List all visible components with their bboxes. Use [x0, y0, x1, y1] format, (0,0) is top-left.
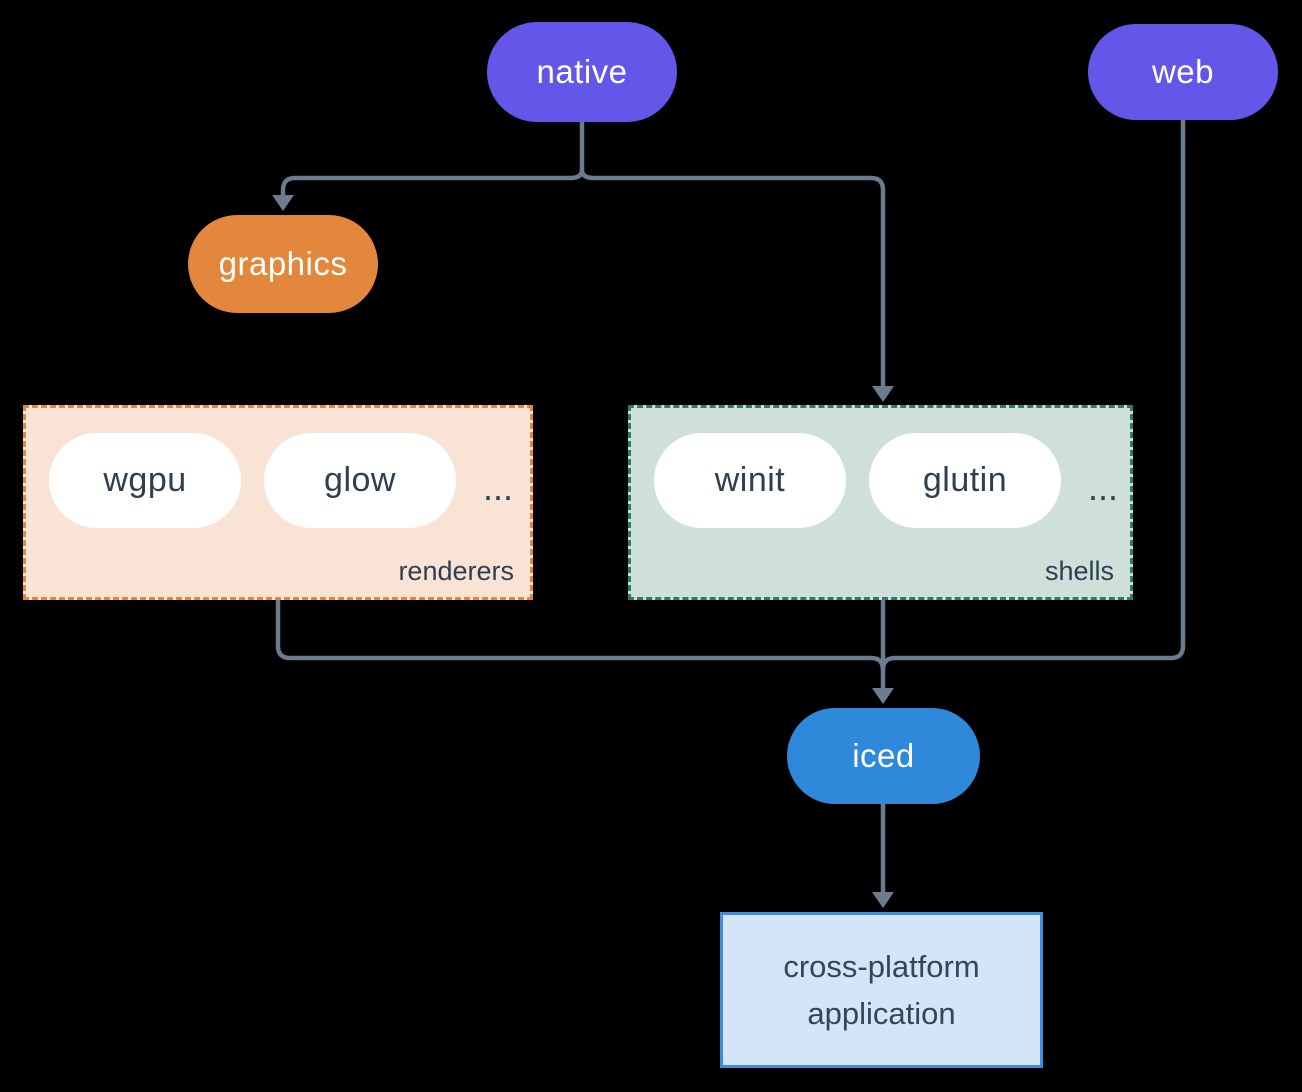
node-iced-label: iced: [852, 737, 915, 774]
arrowhead-graphics: [272, 195, 294, 211]
renderers-ellipsis: ...: [483, 466, 514, 508]
node-iced: iced: [787, 708, 980, 804]
arrowhead-shells: [872, 386, 894, 402]
node-native-label: native: [536, 53, 628, 90]
application-label-line1: cross-platform: [783, 948, 980, 984]
arrowhead-iced: [872, 688, 894, 704]
node-winit: winit: [654, 433, 846, 528]
edge-native-to-graphics: [280, 169, 585, 196]
shells-ellipsis: ...: [1088, 466, 1119, 508]
edge-native-to-shells: [579, 169, 886, 387]
node-glow: glow: [264, 433, 456, 528]
renderers-items-row: wgpu glow ...: [26, 408, 530, 528]
node-glutin: glutin: [869, 433, 1061, 528]
node-wgpu-label: wgpu: [103, 461, 187, 499]
group-renderers: wgpu glow ... renderers: [23, 405, 533, 600]
node-web: web: [1088, 24, 1278, 120]
node-winit-label: winit: [714, 461, 786, 499]
arrowhead-application: [872, 892, 894, 908]
node-web-label: web: [1151, 53, 1215, 90]
application-label-line2: application: [807, 996, 956, 1031]
shells-group-label: shells: [1044, 556, 1114, 586]
node-native: native: [487, 22, 677, 122]
group-shells: winit glutin ... shells: [628, 405, 1133, 600]
node-wgpu: wgpu: [49, 433, 241, 528]
node-graphics-label: graphics: [218, 245, 348, 282]
node-application: cross-platform application: [720, 912, 1043, 1068]
shells-items-row: winit glutin ...: [631, 408, 1130, 528]
node-graphics: graphics: [188, 215, 378, 313]
node-glutin-label: glutin: [922, 461, 1008, 499]
renderers-group-label: renderers: [398, 556, 514, 586]
edge-renderers-to-iced: [275, 600, 886, 671]
node-glow-label: glow: [324, 461, 396, 499]
